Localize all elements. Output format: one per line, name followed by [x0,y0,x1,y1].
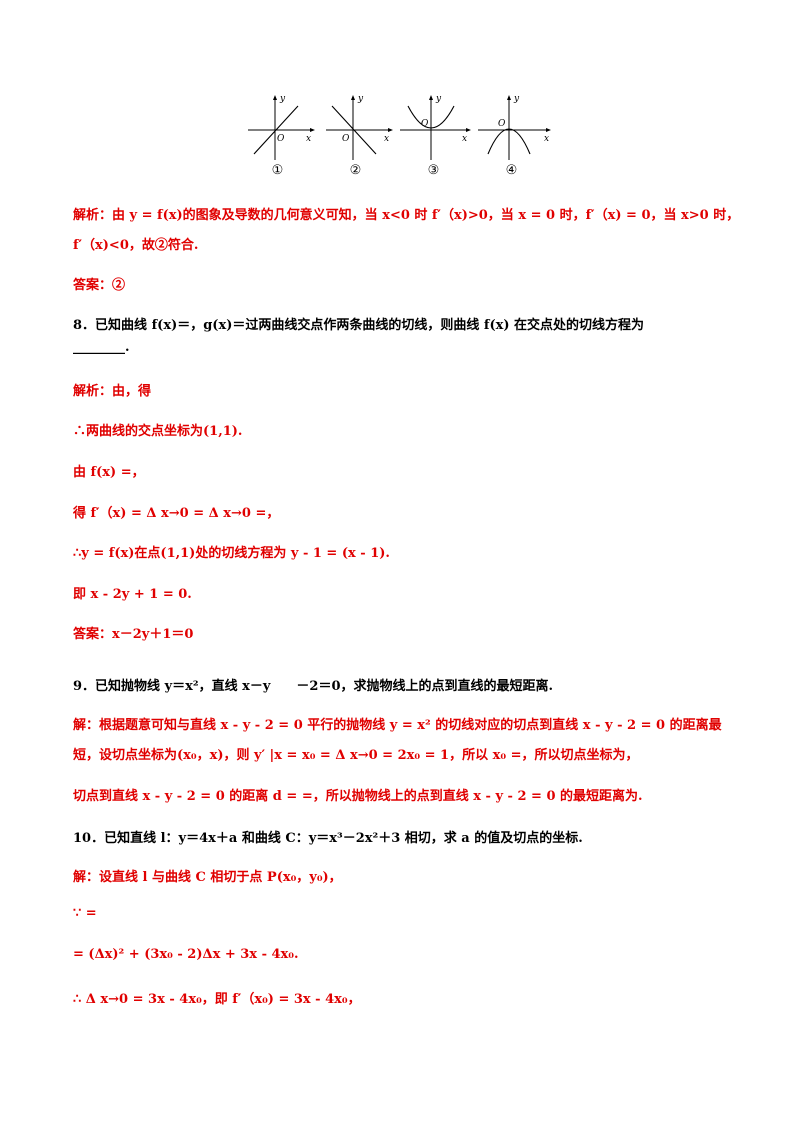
graph-3: y x O ③ [396,92,471,180]
question-8-line-1: 8．已知曲线 f(x)＝，g(x)＝过两曲线交点作两条曲线的切线，则曲线 f(x… [73,318,645,333]
solution-7-line-1: 解析：由 y = f(x)的图象及导数的几何意义可知，当 x<0 时 f′（x)… [73,208,740,223]
solution-8-line-4: 得 f′（x) = Δ x→0 = Δ x→0 =， [73,506,280,521]
answer-7: 答案：② [73,278,126,293]
graph-3-y-label: y [435,94,442,104]
graph-1-svg: y x O [248,94,315,160]
graph-4: y x O ④ [474,92,551,180]
solution-10-line-1: 解：设直线 l 与曲线 C 相切于点 P(x₀，y₀)， [73,870,342,885]
graph-1: y x O ① [240,92,315,180]
solution-10-line-2: ∵ = [73,906,97,921]
graph-4-number: ④ [505,163,518,178]
graph-3-svg: y x O [400,94,471,160]
graph-3-x-label: x [462,134,467,144]
graph-1-x-label: x [306,134,311,144]
graph-2-x-label: x [384,134,389,144]
solution-10-line-3: = (Δx)² + (3x₀ - 2)Δx + 3x - 4x₀. [73,947,299,962]
function-graphs: y x O ① y x O ② y x O ③ [240,92,560,182]
graph-1-y-label: y [279,94,286,104]
solution-7-line-2: f′（x)<0，故②符合. [73,238,199,253]
solution-8-line-5: ∴y = f(x)在点(1,1)处的切线方程为 y - 1 = (x - 1). [73,546,390,561]
solution-8-line-2: ∴两曲线的交点坐标为(1,1). [73,424,243,439]
solution-8-line-1: 解析：由，得 [73,384,152,399]
graph-4-origin-label: O [498,119,506,129]
solution-8-line-3: 由 f(x) =， [73,465,145,480]
solution-9-line-2: 短，设切点坐标为(x₀，x)，则 y′ |x = x₀ = Δ x→0 = 2x… [73,748,639,763]
question-9: 9．已知抛物线 y＝x²，直线 x－y －2＝0，求抛物线上的点到直线的最短距离… [73,679,554,694]
graph-2-number: ② [349,163,362,178]
solution-9-line-1: 解：根据题意可知与直线 x - y - 2 = 0 平行的抛物线 y = x² … [73,718,722,733]
graph-2-origin-label: O [342,134,350,144]
graph-4-y-label: y [513,94,520,104]
answer-8: 答案：x－2y＋1＝0 [73,627,194,642]
graph-4-x-label: x [544,134,549,144]
graph-3-number: ③ [427,163,440,178]
question-10: 10．已知直线 l：y＝4x＋a 和曲线 C：y＝x³－2x²＋3 相切，求 a… [73,831,583,846]
graph-2-svg: y x O [326,94,393,160]
solution-8-line-6: 即 x - 2y + 1 = 0. [73,587,192,602]
question-8-blank: ________. [73,340,130,355]
solution-9-line-3: 切点到直线 x - y - 2 = 0 的距离 d = =，所以抛物线上的点到直… [73,789,643,804]
graph-1-number: ① [271,163,284,178]
graph-2-y-label: y [357,94,364,104]
graph-2: y x O ② [318,92,393,180]
graph-3-origin-label: O [421,119,429,129]
graph-4-svg: y x O [478,94,551,160]
graph-1-origin-label: O [277,134,285,144]
solution-10-line-4: ∴ Δ x→0 = 3x - 4x₀，即 f′（x₀) = 3x - 4x₀， [73,992,361,1007]
